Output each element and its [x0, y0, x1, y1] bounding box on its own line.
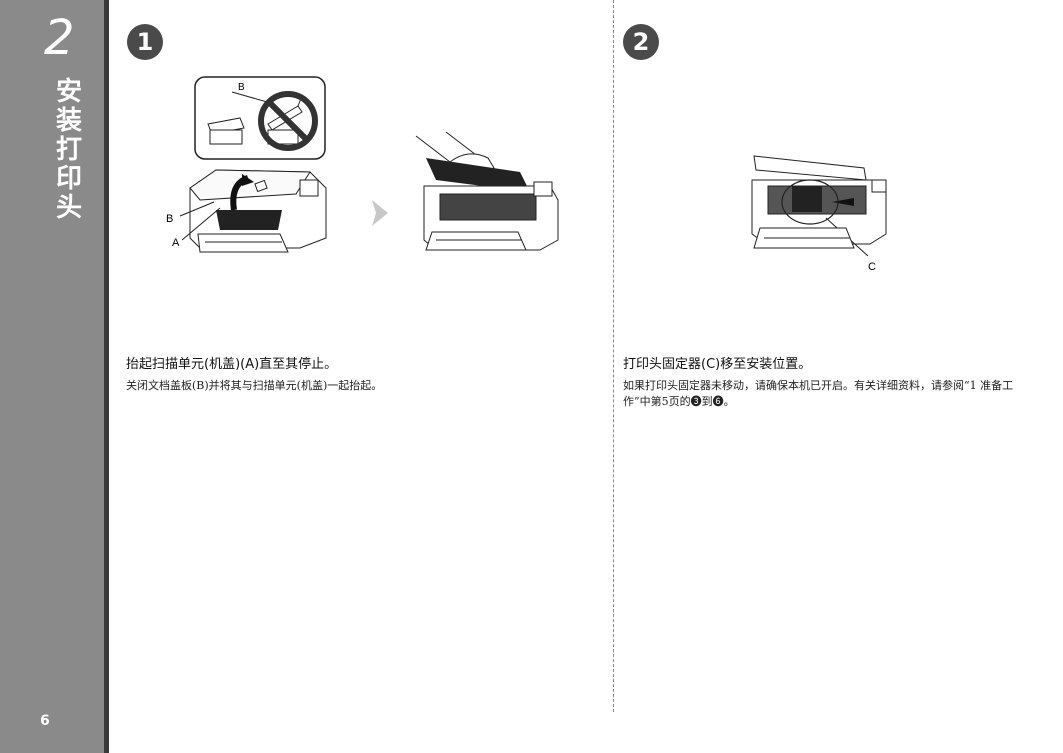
sidebar-edge — [104, 0, 109, 753]
step2-body: 如果打印头固定器未移动，请确保本机已开启。有关详细资料，请参阅“1 准备工作”中… — [623, 379, 1014, 408]
column-divider — [613, 0, 614, 712]
label-b: B — [166, 213, 173, 225]
step1-heading: 抬起扫描单元(机盖)(A)直至其停止。 — [126, 357, 338, 372]
step2-printer-illustration: C — [751, 155, 887, 273]
step1-printer-open-illustration — [415, 131, 559, 251]
step2-badge: 2 — [623, 24, 659, 60]
step2-heading: 打印头固定器(C)移至安装位置。 — [623, 357, 812, 372]
step-arrow-icon — [372, 200, 388, 226]
step1-badge: 1 — [127, 24, 163, 60]
section-number: 2 — [44, 10, 75, 66]
step1-printer-illustration: B A — [166, 169, 327, 253]
step1-inset-illustration: B — [194, 76, 326, 160]
step1-body: 关闭文档盖板(B)并将其与扫描单元(机盖)一起抬起。 — [126, 379, 383, 392]
label-a: A — [172, 237, 180, 249]
inset-label-b: B — [238, 82, 245, 93]
page-number: 6 — [40, 713, 50, 729]
sidebar — [0, 0, 104, 753]
label-c: C — [868, 261, 876, 273]
section-title: 安装打印头 — [55, 77, 82, 223]
